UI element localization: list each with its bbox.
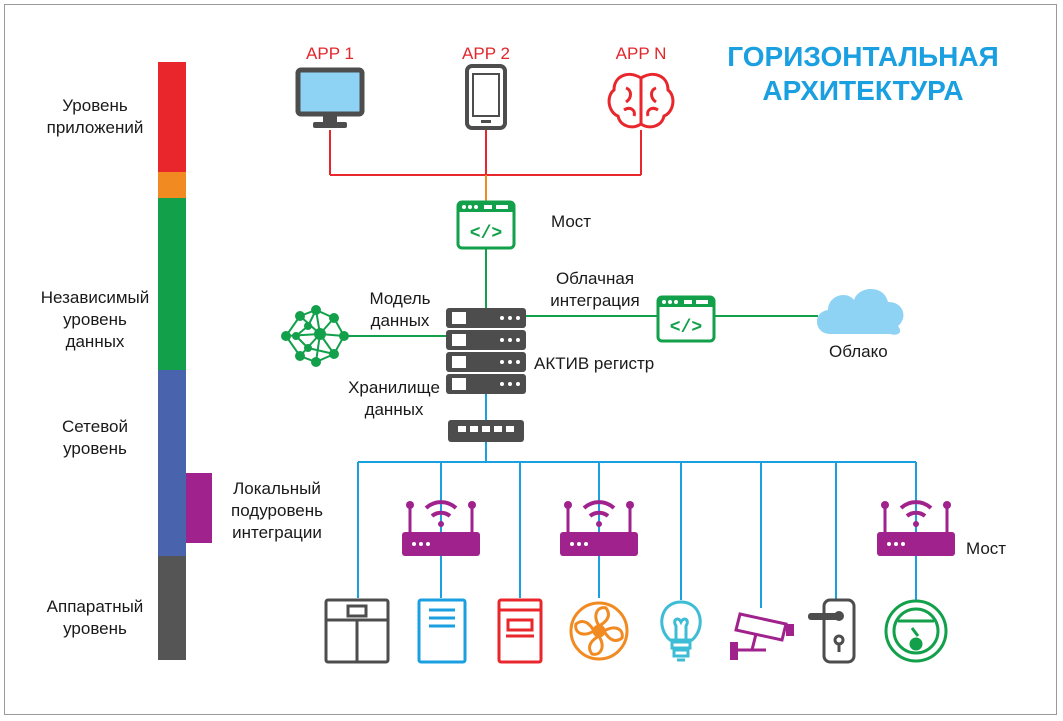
storage-label-line1: Хранилище bbox=[348, 378, 440, 397]
layer-label-app-line2: приложений bbox=[46, 118, 144, 137]
device-bus bbox=[357, 394, 917, 608]
layer-label-network-line1: Сетевой bbox=[61, 417, 128, 436]
tablet-icon bbox=[465, 64, 507, 130]
data-model-label-line2: данных bbox=[370, 311, 430, 330]
diagram-frame bbox=[4, 4, 1057, 715]
layer-bar-local bbox=[186, 473, 212, 543]
layer-label-data: Независимый уровень данных bbox=[30, 287, 160, 353]
fan-icon bbox=[569, 601, 629, 661]
registry-label: АКТИВ регистр bbox=[534, 354, 655, 373]
layer-label-local-line3: интеграции bbox=[232, 523, 322, 542]
layer-label-app-line1: Уровень bbox=[62, 96, 128, 115]
app-label-1: APP 1 bbox=[306, 44, 354, 63]
cloud-integration-icon: </> bbox=[656, 295, 716, 343]
storage-label-line2: данных bbox=[364, 400, 424, 419]
network-switch-icon bbox=[448, 420, 524, 442]
data-model-label: Модель данных bbox=[356, 288, 444, 332]
layer-label-local: Локальный подуровень интеграции bbox=[222, 478, 332, 544]
app-label-2: APP 2 bbox=[462, 44, 510, 63]
layer-label-data-line2: уровень bbox=[63, 310, 127, 329]
cabinet-icon bbox=[324, 598, 390, 664]
cloud-icon bbox=[816, 289, 904, 335]
light-bulb-icon bbox=[660, 600, 702, 662]
cloud-integration-label: Облачная интеграция bbox=[532, 268, 658, 312]
layer-label-hardware-line1: Аппаратный bbox=[46, 597, 144, 616]
layer-bar-hardware bbox=[158, 556, 186, 660]
layer-label-network-line2: уровень bbox=[63, 439, 127, 458]
layer-bar-app bbox=[158, 62, 186, 172]
bridge-top-label: Мост bbox=[551, 212, 592, 231]
document-icon bbox=[417, 598, 467, 664]
layer-bar-network bbox=[158, 370, 186, 556]
neural-network-icon bbox=[281, 305, 349, 367]
layer-label-network: Сетевой уровень bbox=[40, 416, 150, 460]
cloud-label: Облако bbox=[829, 342, 888, 361]
svg-text:</>: </> bbox=[470, 224, 502, 244]
diagram-title: ГОРИЗОНТАЛЬНАЯ АРХИТЕКТУРА bbox=[716, 40, 1010, 108]
layer-label-data-line3: данных bbox=[65, 332, 125, 351]
diagram-title-line2: АРХИТЕКТУРА bbox=[762, 75, 964, 106]
brain-icon bbox=[607, 73, 675, 129]
security-camera-icon bbox=[730, 612, 794, 660]
data-model-label-line1: Модель bbox=[369, 289, 431, 308]
layer-bar-data bbox=[158, 198, 186, 370]
door-lock-icon bbox=[808, 598, 856, 664]
server-rack-icon bbox=[446, 308, 526, 394]
app-connections bbox=[329, 130, 642, 176]
layer-label-hardware: Аппаратный уровень bbox=[36, 596, 154, 640]
diagram-title-line1: ГОРИЗОНТАЛЬНАЯ bbox=[727, 41, 999, 72]
svg-text:</>: </> bbox=[670, 318, 702, 338]
monitor-icon bbox=[295, 67, 365, 128]
layer-label-local-line1: Локальный bbox=[233, 479, 321, 498]
storage-label: Хранилище данных bbox=[344, 377, 444, 421]
cloud-integration-label-line1: Облачная bbox=[555, 269, 635, 288]
layer-bar-app-accent bbox=[158, 172, 186, 198]
layer-label-data-line1: Независимый bbox=[40, 288, 150, 307]
bridge-top-icon: </> bbox=[456, 200, 516, 250]
wifi-router-icon-1 bbox=[402, 500, 480, 556]
app-label-n: APP N bbox=[615, 44, 667, 63]
layer-label-app: Уровень приложений bbox=[40, 95, 150, 139]
layer-label-local-line2: подуровень bbox=[231, 501, 323, 520]
wifi-router-icon-2 bbox=[560, 500, 638, 556]
cloud-integration-label-line2: интеграция bbox=[550, 291, 640, 310]
card-icon bbox=[497, 598, 543, 664]
bridge-bottom-label: Мост bbox=[966, 539, 1007, 558]
layer-label-hardware-line2: уровень bbox=[63, 619, 127, 638]
robot-vacuum-icon bbox=[884, 599, 948, 663]
wifi-router-icon-3 bbox=[877, 500, 955, 556]
